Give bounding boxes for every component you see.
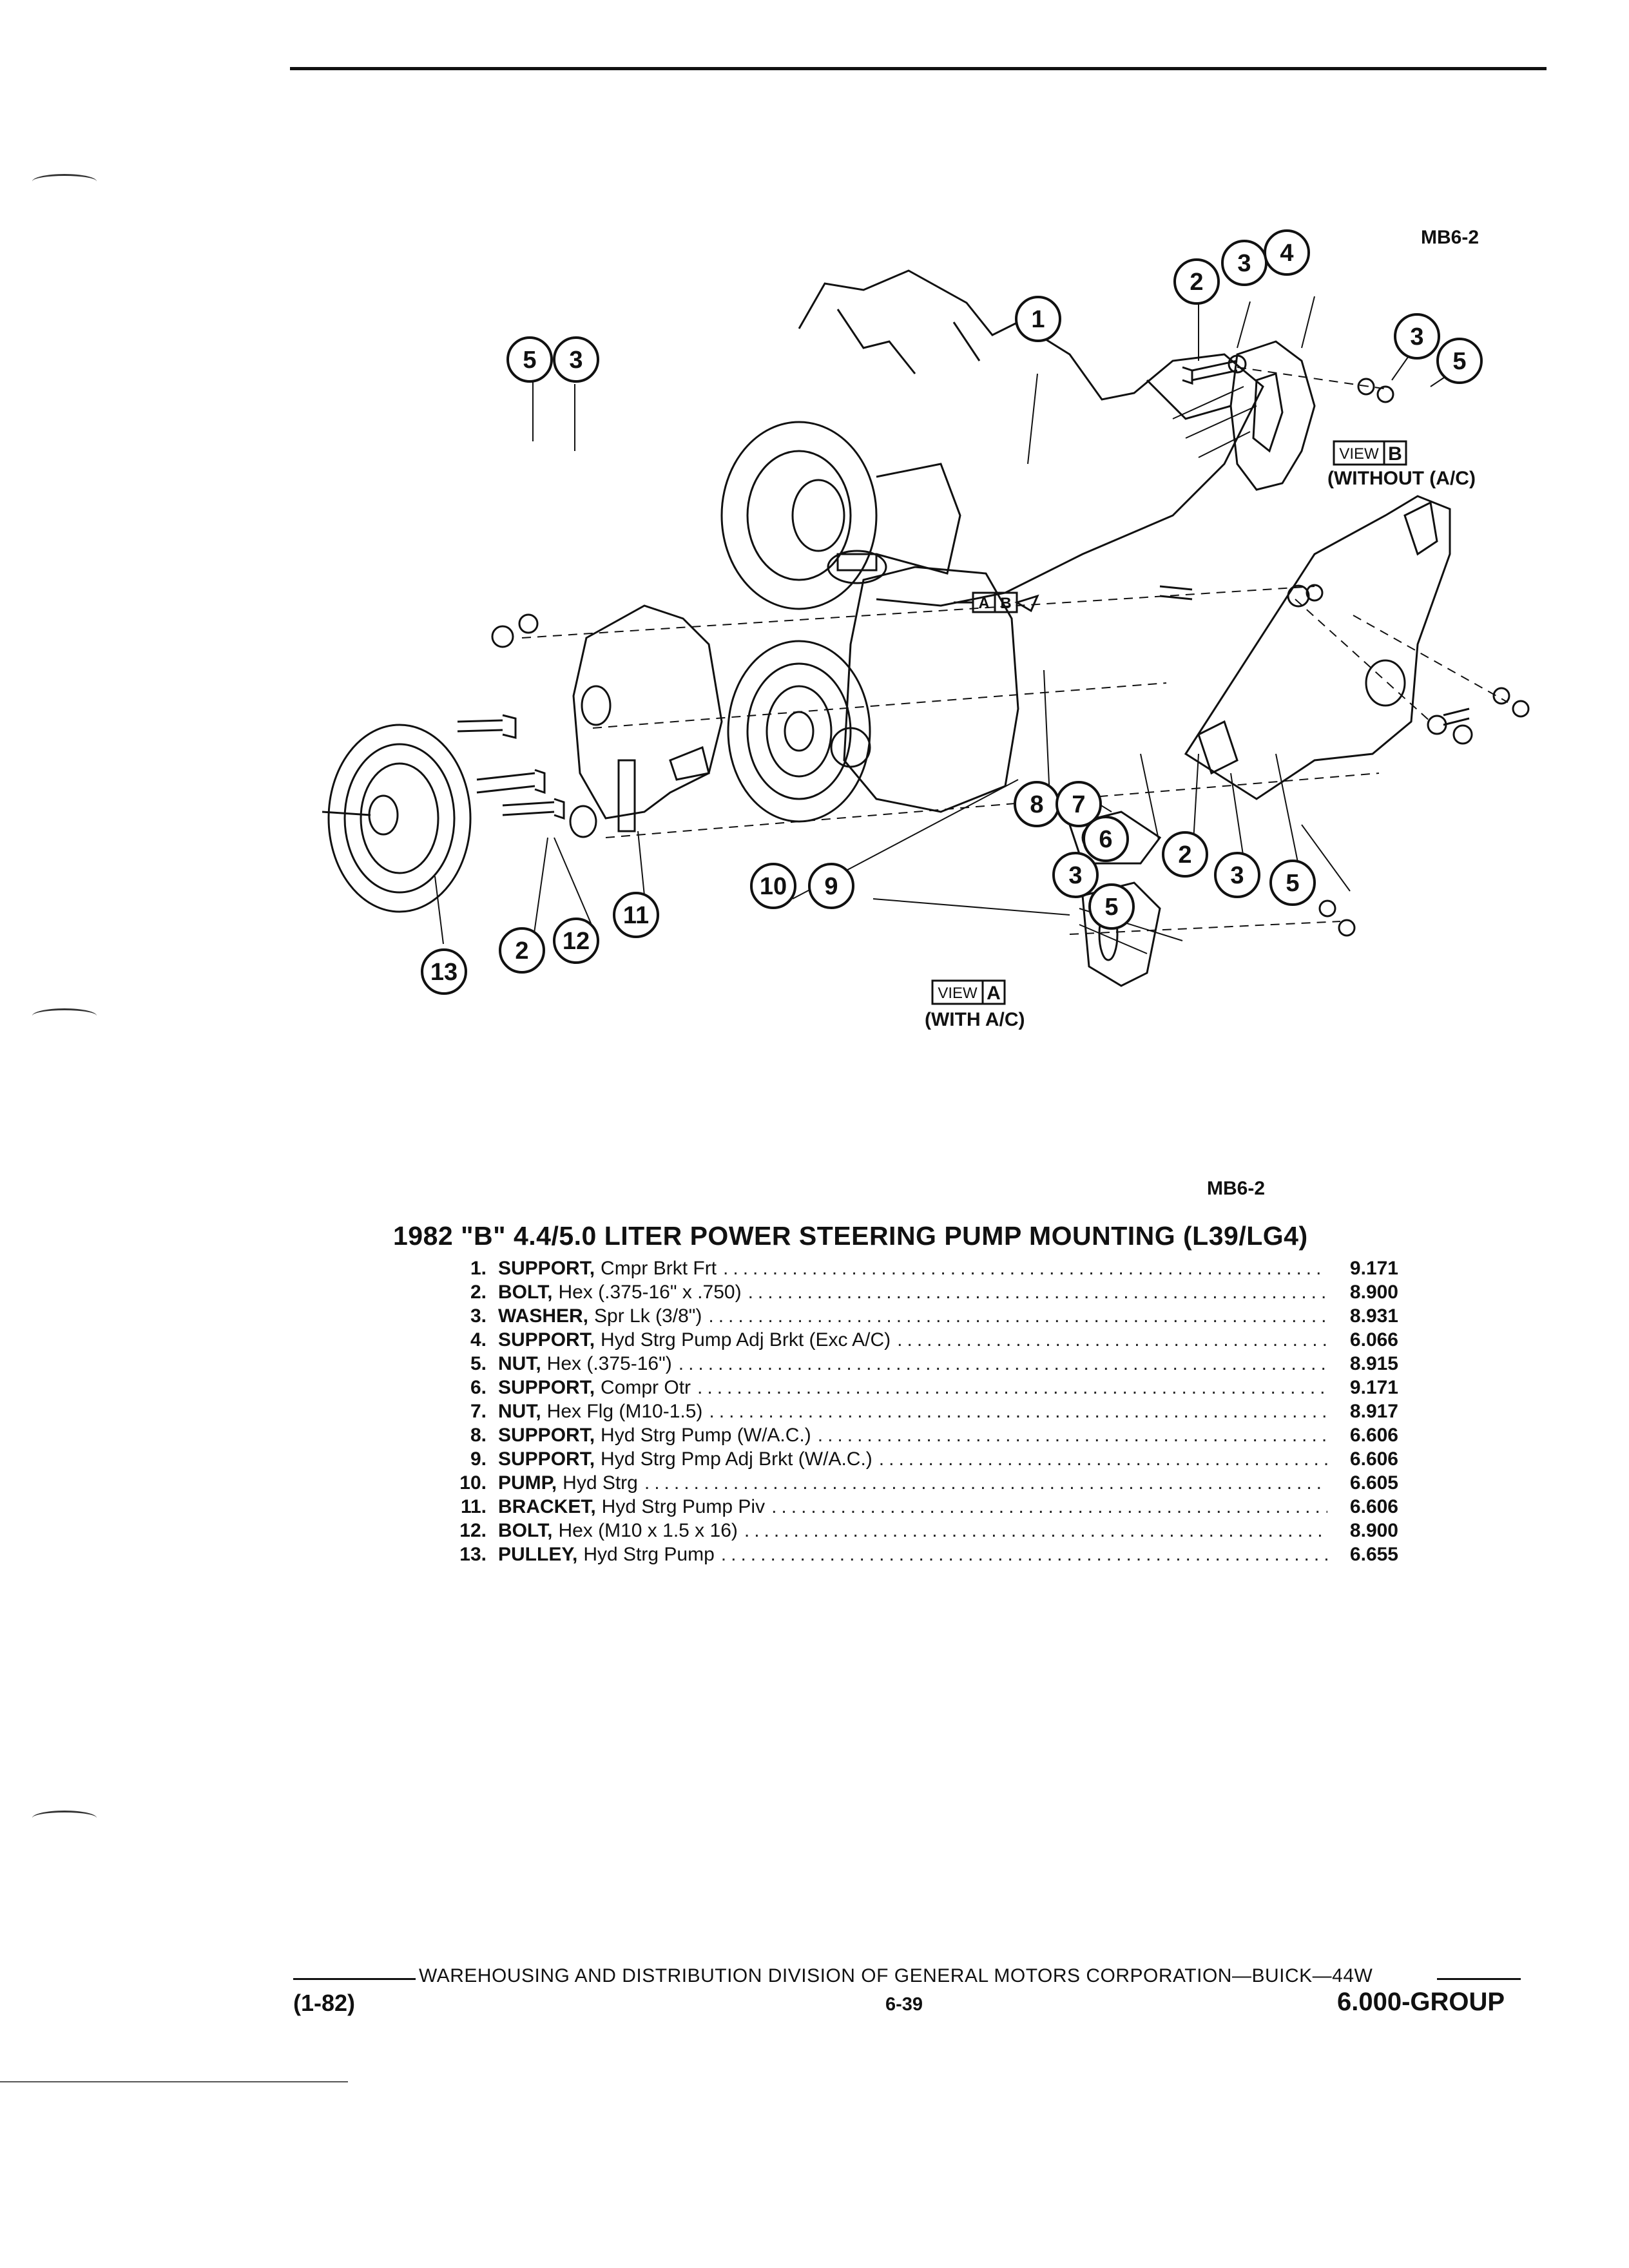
callout-4: 4: [1280, 240, 1293, 267]
pivot-bracket: [617, 759, 636, 832]
callout-8: 8: [1030, 791, 1043, 818]
callout-11: 11: [623, 902, 649, 929]
list-item: 10.PUMP,Hyd Strg6.605: [425, 1472, 1398, 1496]
footer-date: (1-82): [293, 1990, 356, 2016]
list-item: 12.BOLT,Hex (M10 x 1.5 x 16)8.900: [425, 1520, 1398, 1544]
footer-publisher-line: WAREHOUSING AND DISTRIBUTION DIVISION OF…: [419, 1965, 1373, 1986]
callout-circles: [421, 229, 1483, 995]
margin-mark: [32, 174, 97, 189]
pump-pulley: [727, 640, 871, 823]
margin-mark: [32, 1811, 97, 1825]
list-item: 4.SUPPORT,Hyd Strg Pump Adj Brkt (Exc A/…: [425, 1329, 1398, 1353]
callout-3: 3: [1237, 250, 1251, 277]
callout-2: 2: [515, 937, 528, 965]
callout-3: 3: [1410, 323, 1423, 351]
callout-7: 7: [1072, 791, 1085, 818]
exploded-parts-diagram: 1 2 3 4 3 5 5 3 8 7 6 2 3 5 10 9 3 5 13 …: [322, 229, 1530, 1030]
callout-6: 6: [1099, 826, 1112, 853]
view-a-label: VIEW A (WITH A/C): [925, 979, 1025, 1030]
ab-arrow-tag: A B: [978, 595, 1011, 612]
steering-pump-pulley: [327, 724, 472, 913]
callout-5: 5: [523, 347, 536, 374]
callout-13: 13: [430, 959, 458, 986]
list-item: 6.SUPPORT,Compr Otr9.171: [425, 1377, 1398, 1401]
crank-pulley-upper: [720, 421, 878, 610]
callout-5: 5: [1452, 348, 1466, 375]
view-b-label: VIEW B (WITHOUT (A/C): [1327, 440, 1476, 489]
margin-mark: [32, 1008, 97, 1023]
pump-bracket-front: [572, 604, 723, 820]
list-item: 2.BOLT,Hex (.375-16" x .750)8.900: [425, 1282, 1398, 1305]
callout-9: 9: [824, 873, 838, 900]
callout-3: 3: [569, 347, 583, 374]
list-item: 8.SUPPORT,Hyd Strg Pump (W/A.C.)6.606: [425, 1425, 1398, 1448]
callout-5: 5: [1286, 870, 1299, 897]
callout-2: 2: [1190, 269, 1203, 296]
view-b-bracket: [1229, 340, 1316, 491]
callout-3: 3: [1068, 862, 1082, 889]
view-a-bracket: [1081, 881, 1161, 987]
svg-text:A: A: [978, 595, 989, 612]
callout-2: 2: [1178, 841, 1191, 869]
bottom-edge-rule: [0, 2081, 348, 2082]
callout-5: 5: [1104, 894, 1118, 921]
callout-3: 3: [1230, 862, 1244, 889]
svg-text:A: A: [987, 983, 1001, 1004]
engine-block: [798, 269, 1264, 607]
svg-text:VIEW: VIEW: [938, 985, 978, 1002]
svg-text:B: B: [1000, 595, 1011, 612]
footer-rule-left: [293, 1978, 416, 1980]
callout-numbers: 1 2 3 4 3 5 5 3 8 7 6 2 3 5 10 9 3 5 13 …: [430, 240, 1467, 986]
callout-1: 1: [1031, 306, 1045, 333]
svg-text:VIEW: VIEW: [1339, 445, 1379, 463]
compressor-outer-support: [1184, 495, 1451, 800]
callout-12: 12: [563, 928, 590, 955]
footer-group: 6.000-GROUP: [1337, 1988, 1505, 2016]
reservoir-cap: [827, 550, 887, 584]
list-item: 9.SUPPORT,Hyd Strg Pmp Adj Brkt (W/A.C.)…: [425, 1448, 1398, 1472]
bolts: [457, 360, 1470, 820]
figure-code-bottom: MB6-2: [1207, 1178, 1266, 1199]
list-item: 3.WASHER,Spr Lk (3/8")8.931: [425, 1305, 1398, 1329]
header-rule: [290, 67, 1547, 70]
footer-rule-right: [1437, 1978, 1521, 1980]
page-title: 1982 "B" 4.4/5.0 LITER POWER STEERING PU…: [393, 1221, 1308, 1251]
footer-page-number: 6-39: [885, 1994, 923, 2015]
figure-code-top: MB6-2: [1421, 227, 1480, 248]
parts-list: 1.SUPPORT,Cmpr Brkt Frt9.171 2.BOLT,Hex …: [425, 1258, 1398, 1568]
list-item: 11.BRACKET,Hyd Strg Pump Piv6.606: [425, 1496, 1398, 1520]
list-item: 13.PULLEY,Hyd Strg Pump6.655: [425, 1544, 1398, 1568]
svg-text:(WITH A/C): (WITH A/C): [925, 1009, 1025, 1030]
callout-10: 10: [760, 873, 787, 900]
svg-text:B: B: [1388, 443, 1402, 465]
svg-text:(WITHOUT (A/C): (WITHOUT (A/C): [1327, 468, 1476, 489]
list-item: 5.NUT,Hex (.375-16")8.915: [425, 1353, 1398, 1377]
list-item: 7.NUT,Hex Flg (M10-1.5)8.917: [425, 1401, 1398, 1425]
list-item: 1.SUPPORT,Cmpr Brkt Frt9.171: [425, 1258, 1398, 1282]
